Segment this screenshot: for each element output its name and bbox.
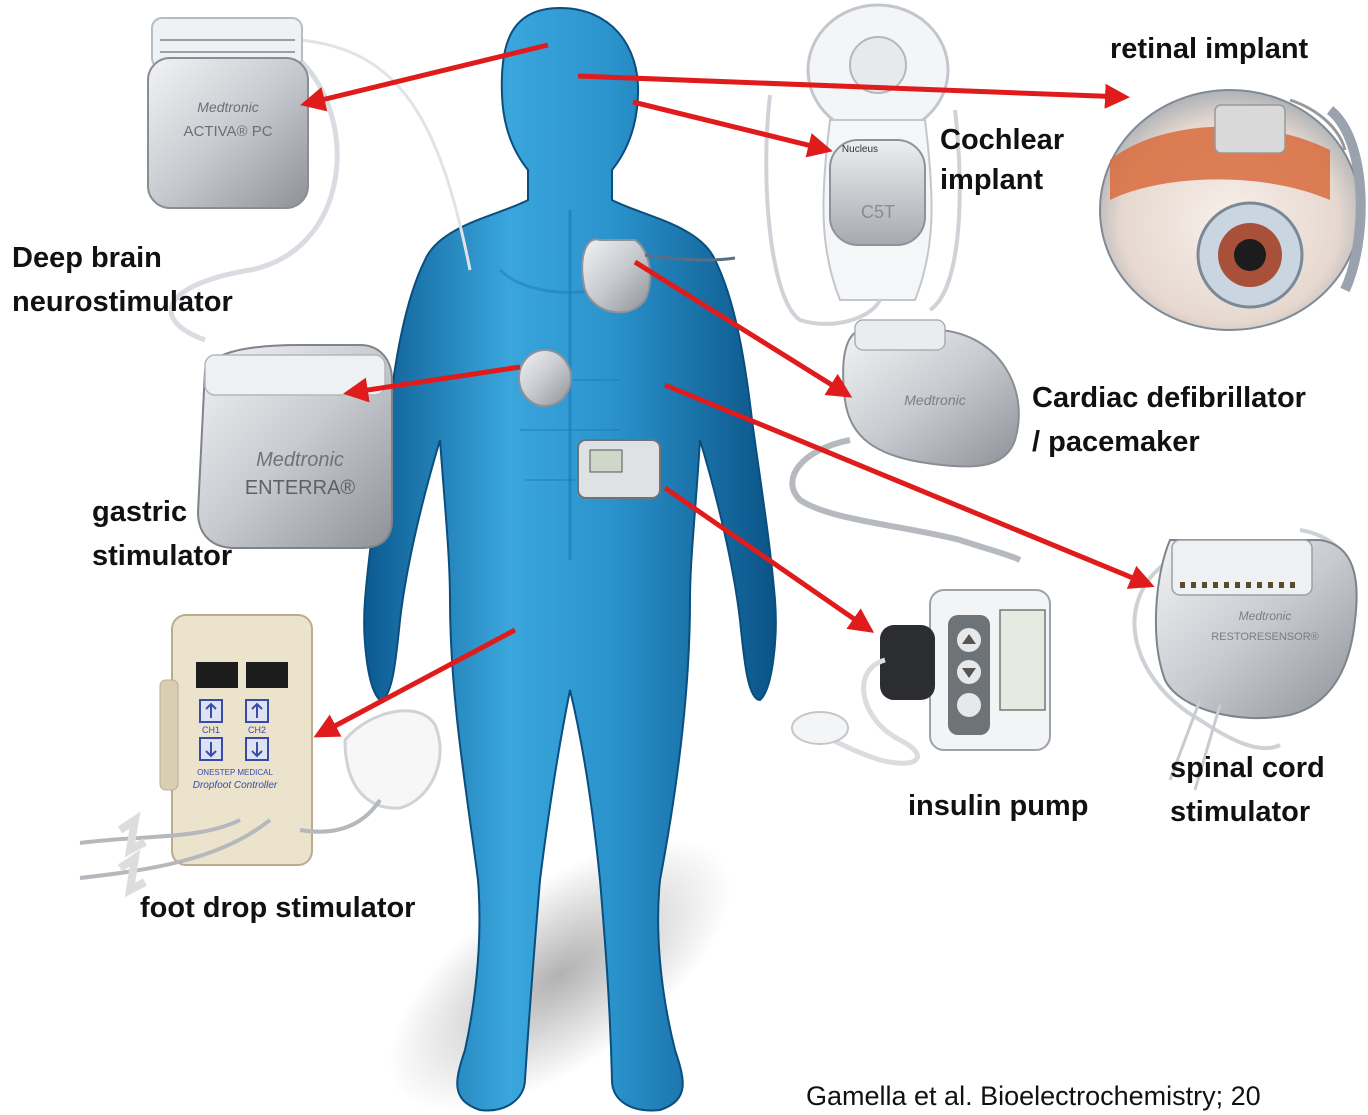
- cochlear-brand-text: Nucleus: [842, 144, 878, 155]
- arrow-cochlear: [633, 102, 828, 150]
- spinal-model-text: RESTORESENSOR®: [1211, 631, 1319, 643]
- gastric-model-text: ENTERRA®: [245, 477, 356, 499]
- label-cardiac-line1: Cardiac defibrillator: [1032, 380, 1306, 416]
- label-deep-brain-line2: neurostimulator: [12, 284, 233, 320]
- dbs-brand-text: Medtronic: [197, 99, 258, 115]
- body-shadow: [345, 787, 776, 1115]
- retinal-eye-image: [1100, 90, 1361, 330]
- label-retinal-implant: retinal implant: [1110, 31, 1308, 67]
- label-cochlear-line1: Cochlear: [940, 122, 1064, 158]
- footdrop-ch2-text: CH2: [248, 725, 266, 735]
- label-deep-brain-line1: Deep brain: [12, 240, 162, 276]
- citation-text: Gamella et al. Bioelectrochemistry; 20: [806, 1080, 1261, 1112]
- label-gastric-line1: gastric: [92, 494, 187, 530]
- label-spinal-line1: spinal cord: [1170, 750, 1325, 786]
- label-gastric-line2: stimulator: [92, 538, 232, 574]
- footdrop-maker-text: ONESTEP MEDICAL: [197, 768, 273, 777]
- footdrop-name-text: Dropfoot Controller: [193, 780, 278, 791]
- label-insulin-pump: insulin pump: [908, 788, 1088, 824]
- dbs-model-text: ACTIVA® PC: [183, 123, 272, 140]
- spinal-brand-text: Medtronic: [1239, 609, 1292, 623]
- label-spinal-line2: stimulator: [1170, 794, 1310, 830]
- label-foot-drop: foot drop stimulator: [140, 890, 415, 926]
- cardiac-brand-text: Medtronic: [904, 392, 965, 408]
- label-cardiac-line2: / pacemaker: [1032, 424, 1200, 460]
- label-cochlear-line2: implant: [940, 162, 1043, 198]
- footdrop-ch1-text: CH1: [202, 725, 220, 735]
- cochlear-model-text: C5T: [861, 202, 895, 222]
- gastric-brand-text: Medtronic: [256, 449, 344, 471]
- cochlear-device-image: Nucleus C5T: [766, 5, 959, 324]
